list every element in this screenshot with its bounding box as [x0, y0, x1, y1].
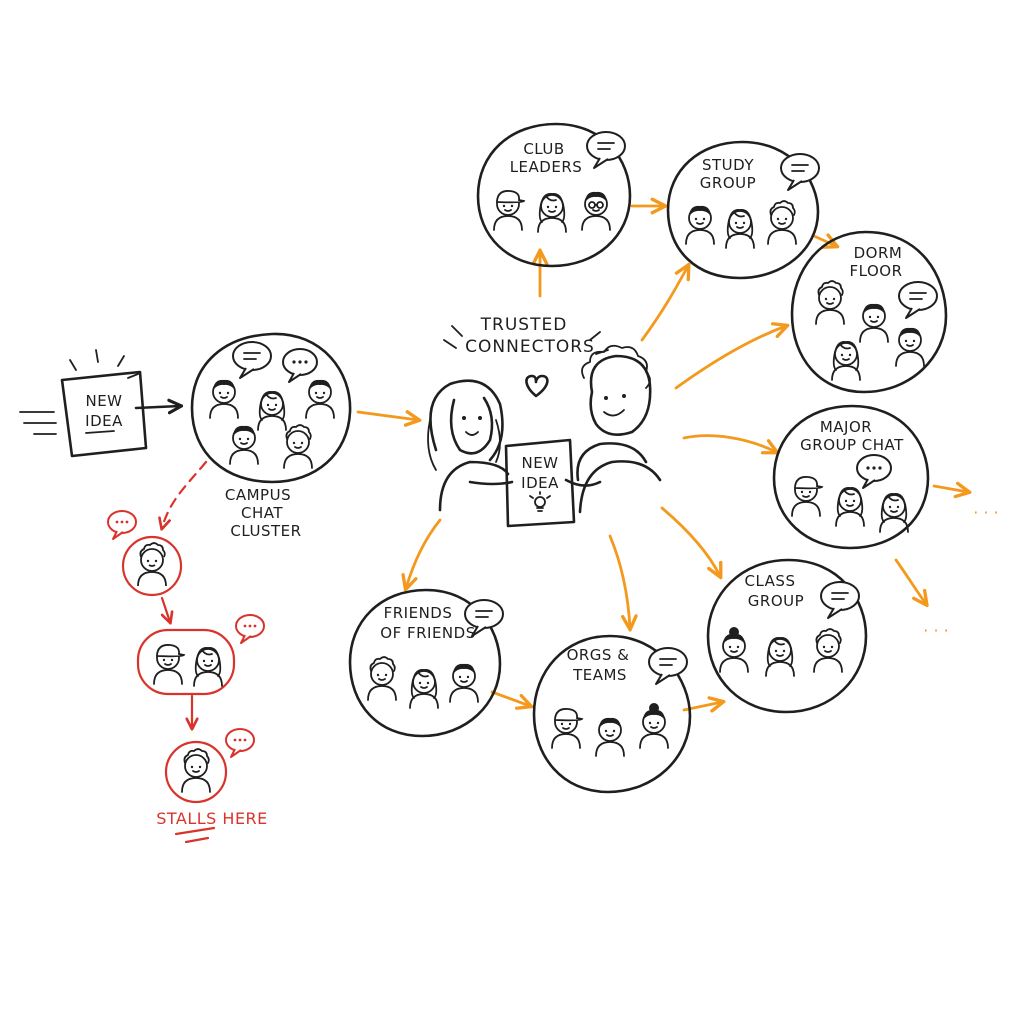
- heart-icon: [525, 374, 549, 398]
- spread-arrows: · · · · · ·: [406, 206, 999, 710]
- group-club-leaders: CLUB LEADERS: [476, 122, 632, 268]
- speech-bubble-icon: [856, 454, 892, 489]
- club-leaders-line1: CLUB: [523, 140, 564, 158]
- lightbulb-icon: [529, 491, 551, 512]
- new-idea-note: NEW IDEA: [19, 349, 180, 458]
- motion-lines-icon: [19, 349, 139, 435]
- trusted-connectors: TRUSTED CONNECTORS NEW IDEA: [427, 315, 662, 528]
- paper-line1: NEW: [521, 454, 558, 472]
- speech-bubble-icon: [225, 728, 255, 758]
- club-leaders-line2: LEADERS: [510, 158, 583, 176]
- continuation-mark-right: · · ·: [973, 503, 998, 522]
- cluster-label-line2: CHAT: [241, 504, 283, 522]
- stall-label: STALLS HERE: [156, 809, 268, 828]
- study-group-line1: STUDY: [702, 156, 754, 174]
- major-chat-line1: MAJOR: [820, 418, 872, 436]
- new-idea-paper: NEW IDEA: [504, 438, 576, 528]
- class-group-line2: GROUP: [748, 592, 804, 610]
- group-orgs-teams: ORGS & TEAMS: [532, 634, 692, 794]
- speech-bubble-icon: [282, 348, 318, 383]
- cluster-label-line1: CAMPUS: [225, 486, 291, 504]
- major-chat-line2: GROUP CHAT: [800, 436, 904, 454]
- speech-bubble-icon: [586, 131, 626, 169]
- campus-chat-cluster: CAMPUS CHAT CLUSTER: [190, 332, 352, 540]
- connector-boy: [564, 344, 662, 514]
- fof-line2: OF FRIENDS: [380, 624, 475, 642]
- speech-bubble-icon: [107, 510, 137, 540]
- orgs-teams-line2: TEAMS: [572, 666, 627, 684]
- group-major-chat: MAJOR GROUP CHAT: [772, 404, 930, 550]
- paper-line2: IDEA: [521, 474, 559, 492]
- group-friends-of-friends: FRIENDS OF FRIENDS: [348, 588, 504, 738]
- group-dorm-floor: DORM FLOOR: [790, 230, 948, 394]
- fof-line1: FRIENDS: [384, 604, 453, 622]
- group-study: STUDY GROUP: [666, 140, 820, 280]
- continuation-mark-lower: · · ·: [923, 621, 948, 640]
- arrow-cluster-to-connectors: [356, 412, 418, 420]
- arrow-note-to-cluster: [134, 406, 180, 408]
- dorm-floor-line1: DORM: [854, 244, 903, 262]
- speech-bubble-icon: [820, 581, 860, 619]
- class-group-line1: CLASS: [745, 572, 796, 590]
- connectors-label-line2: CONNECTORS: [465, 337, 595, 357]
- dorm-floor-line2: FLOOR: [850, 262, 903, 280]
- speech-bubble-icon: [898, 281, 938, 319]
- group-class: CLASS GROUP: [706, 558, 868, 714]
- orgs-teams-line1: ORGS &: [567, 646, 630, 664]
- stall-path: STALLS HERE: [107, 460, 268, 844]
- connector-girl: [427, 379, 514, 512]
- speech-bubble-icon: [232, 341, 272, 379]
- cluster-label-line3: CLUSTER: [230, 522, 301, 540]
- speech-bubble-icon: [235, 614, 265, 644]
- new-idea-line2: IDEA: [85, 412, 123, 430]
- study-group-line2: GROUP: [700, 174, 756, 192]
- connectors-label-line1: TRUSTED: [480, 315, 568, 335]
- new-idea-line1: NEW: [85, 392, 122, 410]
